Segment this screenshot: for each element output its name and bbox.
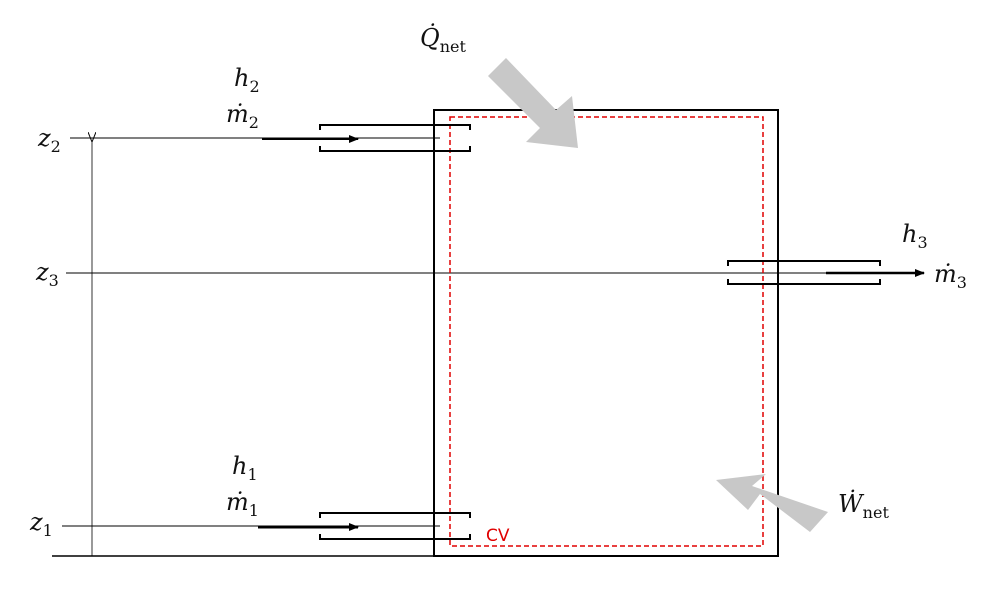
h2-label: h2	[234, 64, 260, 96]
m2-label: ṁ2	[226, 100, 259, 132]
h3-label: h3	[902, 220, 928, 252]
z1-label: z1	[29, 508, 53, 540]
cv-label: CV	[486, 526, 510, 546]
m3-label: ṁ3	[934, 260, 967, 292]
z3-label: z3	[35, 258, 59, 290]
z2-label: z2	[37, 124, 61, 156]
tank-outline	[433, 109, 779, 557]
q-net-label: Q̇net	[420, 24, 466, 56]
work-input-arrow	[716, 474, 828, 532]
inlet-2-pipe	[319, 124, 471, 152]
heat-input-arrow	[488, 58, 578, 148]
m1-label: ṁ1	[226, 488, 259, 520]
h1-label: h1	[232, 452, 258, 484]
outlet-3-pipe	[727, 260, 881, 285]
inlet-1-pipe	[319, 512, 471, 540]
control-volume-boundary	[449, 116, 764, 547]
w-net-label: Ẇnet	[838, 489, 889, 522]
